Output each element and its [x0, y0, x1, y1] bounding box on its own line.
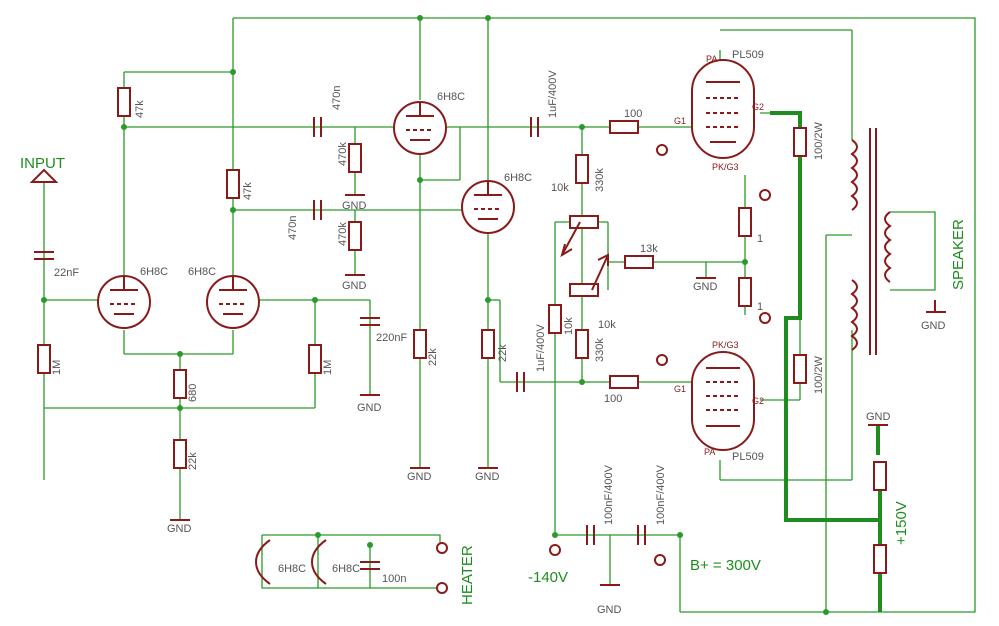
gnd-label: GND	[475, 471, 500, 483]
p1-label: PL509	[732, 49, 764, 61]
c-out1-label: 1uF/400V	[547, 70, 559, 118]
r-g2b-label: 100/2W	[813, 355, 825, 394]
gnd-label: GND	[407, 471, 432, 483]
r-grid1-label: 100	[624, 108, 642, 120]
v1-label: 6H8C	[140, 266, 168, 278]
tube-p2	[691, 351, 755, 451]
r-g4-label: 470k	[337, 222, 349, 246]
r-bias4-label: 13k	[640, 243, 658, 255]
r-p2-label: 47k	[242, 182, 254, 200]
bplus-label: B+ = 300V	[690, 557, 761, 574]
v4-label: 6H8C	[504, 172, 532, 184]
output-transformer	[850, 128, 892, 355]
heater-label: HEATER	[459, 545, 476, 605]
pin-g1b-label: G1	[674, 384, 686, 394]
supply-net	[770, 111, 882, 612]
pot2-label: 10k	[598, 319, 616, 331]
input-label: INPUT	[20, 155, 65, 172]
pot1-label: 10k	[551, 182, 569, 194]
gnd-label: GND	[921, 320, 946, 332]
c-in-label: 22nF	[54, 267, 79, 279]
r-p1-label: 47k	[134, 100, 146, 118]
r-bias2-label: 330k	[594, 338, 606, 362]
gnd-label: GND	[357, 402, 382, 414]
pin-g2a-label: G2	[752, 102, 764, 112]
p2-label: PL509	[732, 451, 764, 463]
c-out2-label: 1uF/400V	[535, 324, 547, 372]
r-bias3-label: 10k	[563, 317, 575, 335]
r-grid2-label: 100	[604, 393, 622, 405]
c-c1-label: 470n	[331, 86, 343, 110]
pin-g1a-label: G1	[674, 116, 686, 126]
junctions	[41, 15, 829, 615]
gnd-label: GND	[342, 200, 367, 212]
capacitors	[34, 117, 646, 570]
plus150-label: +150V	[893, 501, 910, 545]
r-sense2-label: 1	[757, 301, 763, 313]
gnd-label: GND	[693, 281, 718, 293]
c-f1-label: 100nF/400V	[603, 464, 615, 525]
r-tail-label: 22k	[187, 452, 199, 470]
triodes	[97, 101, 515, 329]
gnd-label: GND	[167, 523, 192, 535]
minus140-label: -140V	[528, 569, 568, 586]
gnd-label: GND	[597, 604, 622, 616]
pin-g2b-label: G2	[752, 396, 764, 406]
tube-p1	[691, 59, 755, 159]
heater-filaments	[254, 539, 327, 585]
gnd-label: GND	[866, 411, 891, 423]
resistors	[37, 87, 887, 574]
h2-label: 6H8C	[332, 563, 360, 575]
v2-label: 6H8C	[188, 266, 216, 278]
h1-label: 6H8C	[278, 563, 306, 575]
v3-label: 6H8C	[437, 91, 465, 103]
r-in-label: 1M	[51, 360, 63, 375]
terminals	[436, 144, 771, 594]
r-g2a-label: 100/2W	[813, 121, 825, 160]
tube-v2	[206, 275, 260, 329]
pin-pk1-label: PK/G3	[712, 162, 739, 172]
tube-v4	[461, 180, 515, 234]
r-g3-label: 470k	[337, 142, 349, 166]
gnd-label: GND	[342, 280, 367, 292]
r-bias1-label: 330k	[594, 168, 606, 192]
grounds	[29, 168, 946, 586]
pin-pk2-label: PK/G3	[712, 340, 739, 350]
speaker-label: SPEAKER	[950, 219, 967, 290]
r-k4-label: 22k	[497, 344, 509, 362]
tube-v3	[393, 101, 447, 155]
tube-v1	[97, 275, 151, 329]
r-k3-label: 22k	[427, 348, 439, 366]
pin-pa2-label: PA	[704, 447, 715, 457]
c-f2-label: 100nF/400V	[655, 464, 667, 525]
c-g2-label: 220nF	[376, 332, 407, 344]
c-c2-label: 470n	[287, 216, 299, 240]
r-g2-label: 1M	[322, 360, 334, 375]
pentodes	[691, 59, 755, 451]
pin-pa1-label: PA	[706, 54, 717, 64]
labels: INPUT SPEAKER HEATER B+ = 300V +150V -14…	[20, 49, 967, 616]
c-h-label: 100n	[382, 573, 406, 585]
r-k-label: 680	[187, 384, 199, 402]
r-sense1-label: 1	[757, 233, 763, 245]
